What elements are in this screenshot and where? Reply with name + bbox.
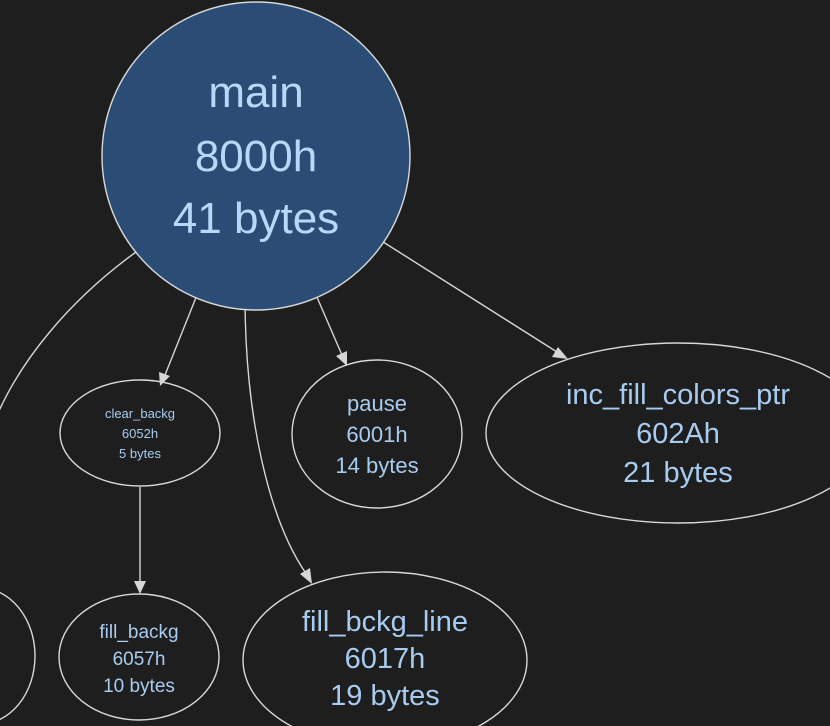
node-fill_backg-shape — [58, 593, 220, 721]
node-fill_backg-address: 6057h — [113, 649, 166, 670]
edge-main-to-fill_bckg_line — [244, 295, 306, 573]
arrowhead-pause — [336, 351, 347, 366]
arrowhead-inc_fill_colors_ptr — [552, 347, 568, 359]
node-fill_bckg_line-size: 19 bytes — [330, 680, 440, 712]
node-pause[interactable]: pause 6001h 14 bytes — [291, 359, 463, 509]
node-fill_bckg_line-shape — [242, 571, 528, 726]
edges — [0, 239, 568, 594]
node-fill_backg-name: fill_backg — [99, 622, 178, 643]
node-main[interactable]: main 8000h 41 bytes — [101, 1, 411, 311]
node-clear_backg-name: clear_backg — [105, 406, 175, 421]
node-clear_backg-shape — [59, 379, 221, 487]
edge-main-to-pause — [312, 287, 343, 356]
node-main-name: main — [208, 68, 303, 117]
node-main-size: 41 bytes — [173, 194, 339, 243]
node-fill_backg-size: 10 bytes — [103, 676, 175, 697]
edge-main-to-clear_backg — [164, 289, 200, 376]
node-clear_backg[interactable]: clear_backg 6052h 5 bytes — [59, 379, 221, 487]
node-pause-size: 14 bytes — [335, 453, 418, 478]
node-offscreen-left — [0, 591, 36, 721]
node-inc_fill_colors_ptr-shape — [485, 342, 830, 524]
node-main-address: 8000h — [195, 132, 317, 181]
arrowhead-fill_backg — [134, 581, 146, 594]
node-pause-address: 6001h — [346, 422, 407, 447]
node-fill_bckg_line-name: fill_bckg_line — [302, 606, 468, 638]
node-pause-name: pause — [347, 391, 407, 416]
node-inc_fill_colors_ptr-name: inc_fill_colors_ptr — [566, 379, 790, 411]
node-pause-shape — [291, 359, 463, 509]
edge-main-to-inc_fill_colors_ptr — [379, 239, 558, 353]
arrowhead-fill_bckg_line — [300, 568, 312, 584]
node-inc_fill_colors_ptr[interactable]: inc_fill_colors_ptr 602Ah 21 bytes — [485, 342, 830, 524]
node-main-shape — [101, 1, 411, 311]
node-fill_backg[interactable]: fill_backg 6057h 10 bytes — [58, 593, 220, 721]
node-clear_backg-address: 6052h — [122, 426, 158, 441]
node-inc_fill_colors_ptr-size: 21 bytes — [623, 457, 733, 489]
edge-main-to-offscreen-left — [0, 251, 137, 411]
node-clear_backg-size: 5 bytes — [119, 446, 161, 461]
node-fill_bckg_line-address: 6017h — [345, 643, 426, 675]
node-inc_fill_colors_ptr-address: 602Ah — [636, 418, 720, 450]
node-fill_bckg_line[interactable]: fill_bckg_line 6017h 19 bytes — [242, 571, 528, 726]
